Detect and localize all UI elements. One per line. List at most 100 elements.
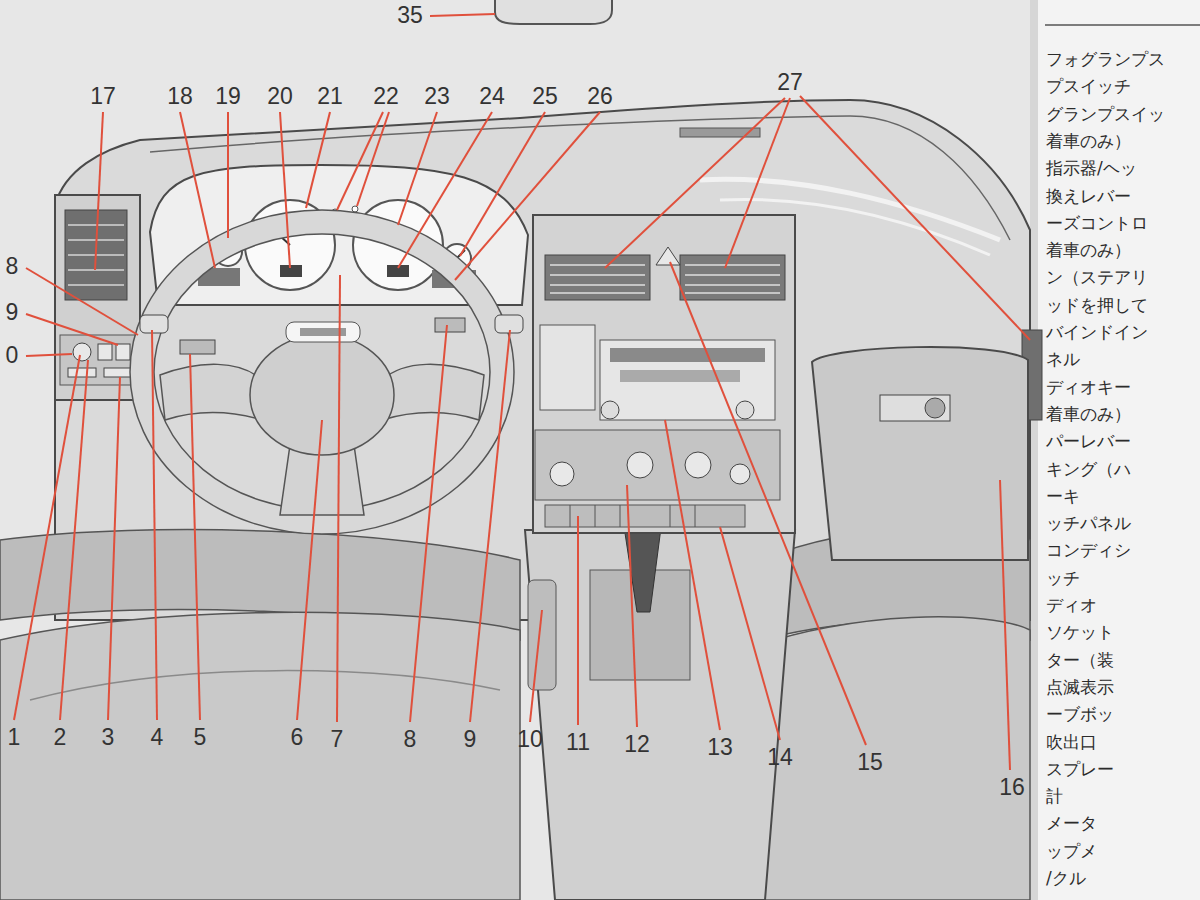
glove-box bbox=[812, 347, 1028, 560]
steering-wheel bbox=[130, 210, 523, 534]
leader-line bbox=[152, 330, 157, 720]
instrument-cluster bbox=[352, 206, 358, 212]
callout-number: 17 bbox=[90, 84, 116, 109]
page-text-line: ッチ bbox=[1046, 569, 1080, 588]
callout-number: 0 bbox=[6, 343, 19, 368]
right-page bbox=[1030, 0, 1200, 900]
leader-line bbox=[800, 96, 1030, 340]
mirror bbox=[495, 0, 612, 24]
center-console bbox=[545, 505, 745, 527]
callout-number: 18 bbox=[167, 84, 193, 109]
center-console bbox=[528, 580, 556, 690]
center-console bbox=[656, 247, 680, 265]
page-text-line: キング（ハ bbox=[1046, 460, 1131, 479]
leader-line bbox=[720, 527, 780, 740]
page-text-line: メータ bbox=[1046, 814, 1097, 833]
page-text-line: ネル bbox=[1046, 350, 1080, 369]
leader-line bbox=[26, 314, 118, 345]
page-text-line: グランプスイッ bbox=[1046, 105, 1165, 124]
leader-line bbox=[95, 112, 103, 270]
page-text-line: ディオキー bbox=[1046, 378, 1131, 397]
callout-number: 11 bbox=[566, 730, 590, 755]
steering-wheel bbox=[250, 335, 394, 455]
leader-line bbox=[460, 112, 545, 256]
callout-number: 5 bbox=[194, 725, 207, 750]
right-page bbox=[1045, 24, 1200, 26]
callout-number: 9 bbox=[6, 300, 19, 325]
steering-wheel bbox=[435, 318, 465, 332]
steering-wheel bbox=[130, 210, 514, 534]
page-text-line: ディオ bbox=[1046, 596, 1097, 615]
callout-number: 7 bbox=[331, 727, 344, 752]
seats bbox=[745, 617, 1030, 900]
callout-number: 6 bbox=[291, 725, 304, 750]
page-text-line: /クル bbox=[1046, 869, 1086, 888]
callout-number: 4 bbox=[151, 725, 164, 750]
leader-line bbox=[26, 354, 72, 356]
leader-line bbox=[227, 112, 229, 238]
callout-number: 19 bbox=[215, 84, 241, 109]
mirror bbox=[495, 0, 612, 24]
left-controls bbox=[104, 368, 132, 377]
leader-line bbox=[455, 112, 600, 280]
callout-number: 9 bbox=[464, 727, 477, 752]
page-text-line: 指示器/ヘッ bbox=[1046, 159, 1137, 178]
center-console bbox=[550, 462, 574, 486]
page-text-line: 着車のみ） bbox=[1046, 132, 1131, 151]
callout-number: 23 bbox=[424, 84, 450, 109]
callout-number: 10 bbox=[517, 727, 543, 752]
callout-number: 13 bbox=[707, 735, 733, 760]
left-controls bbox=[68, 368, 96, 377]
center-console bbox=[627, 452, 653, 478]
callout-number: 8 bbox=[404, 727, 417, 752]
callout-number: 24 bbox=[479, 84, 505, 109]
center-console bbox=[685, 452, 711, 478]
callout-number: 1 bbox=[8, 725, 21, 750]
callout-number: 16 bbox=[999, 775, 1025, 800]
center-console bbox=[610, 348, 765, 362]
center-console bbox=[525, 215, 795, 900]
page-text-line: ッチパネル bbox=[1046, 514, 1131, 533]
leader-line bbox=[14, 14, 1030, 770]
callout-number: 26 bbox=[587, 84, 613, 109]
center-console bbox=[620, 370, 740, 382]
center-console bbox=[533, 215, 795, 533]
page-text-line: プスイッチ bbox=[1046, 77, 1131, 96]
page-text-line: ーキ bbox=[1046, 487, 1080, 506]
steering-wheel bbox=[286, 322, 360, 342]
leader-line bbox=[665, 420, 720, 730]
callout-number: 22 bbox=[373, 84, 399, 109]
leader-line bbox=[108, 377, 120, 720]
page-text-line: バインドイン bbox=[1046, 323, 1148, 342]
leader-line bbox=[577, 516, 579, 725]
page-text-line: スプレー bbox=[1046, 760, 1114, 779]
leader-line bbox=[60, 360, 88, 720]
leader-line bbox=[26, 268, 138, 335]
page-text-line: 点滅表示 bbox=[1046, 678, 1114, 697]
seats bbox=[30, 671, 500, 700]
callout-number: 27 bbox=[777, 70, 803, 95]
instrument-cluster bbox=[280, 265, 302, 277]
center-console bbox=[736, 401, 754, 419]
page-text-line: 換えレバー bbox=[1046, 187, 1131, 206]
steering-wheel bbox=[140, 315, 168, 333]
leader-line bbox=[670, 262, 866, 745]
leader-line bbox=[297, 420, 322, 720]
steering-wheel bbox=[180, 340, 215, 354]
left-controls bbox=[98, 344, 112, 360]
leader-line bbox=[306, 112, 330, 208]
center-console bbox=[540, 325, 595, 410]
left-controls bbox=[116, 344, 130, 360]
page-text-line: 着車のみ） bbox=[1046, 241, 1131, 260]
leader-line bbox=[180, 112, 215, 268]
steering-wheel bbox=[382, 364, 484, 420]
glove-box bbox=[925, 398, 945, 418]
page-text-line: コンディシ bbox=[1046, 541, 1131, 560]
glove-box bbox=[812, 347, 1028, 560]
steering-wheel bbox=[142, 222, 502, 522]
callout-number: 8 bbox=[6, 254, 19, 279]
right-page bbox=[1030, 0, 1200, 900]
leader-line bbox=[398, 112, 437, 225]
